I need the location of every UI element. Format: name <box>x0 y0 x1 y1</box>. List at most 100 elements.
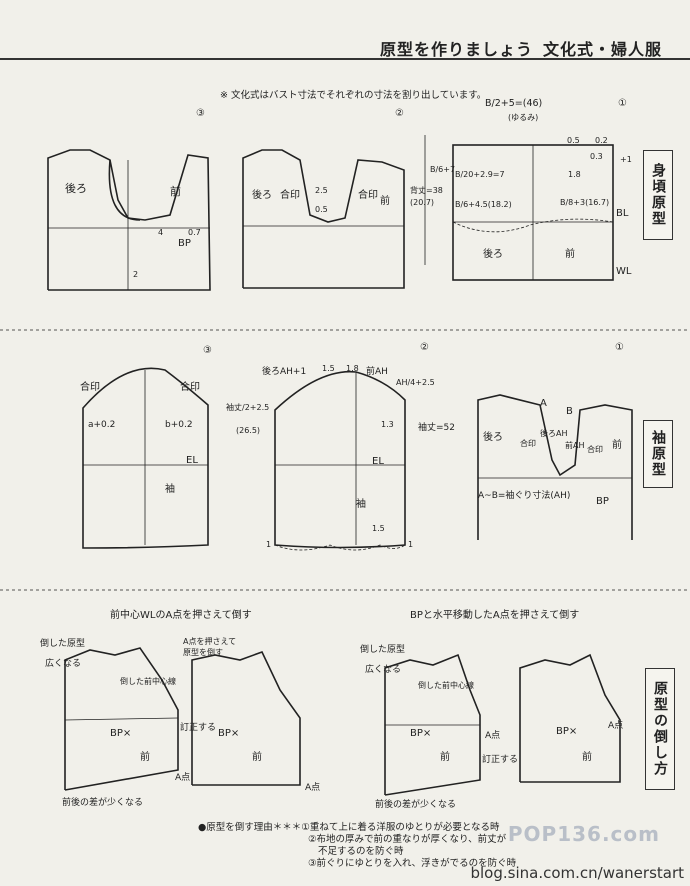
step-1-bodice: ① <box>618 98 627 109</box>
watermark-logo: POP136.com <box>507 822 660 846</box>
label-18s: 1.8 <box>346 364 359 373</box>
collapse-left-title: 前中心WLのA点を押さえて倒す <box>110 610 252 621</box>
label-front-r: 前 <box>440 752 450 763</box>
label-press-l: A点を押さえて原型を倒す <box>183 637 237 657</box>
label-18: 1.8 <box>568 170 581 179</box>
sleeve-step2 <box>274 370 406 551</box>
label-07: 0.7 <box>188 228 201 237</box>
label-1b: 1 <box>408 540 414 549</box>
label-b02: b+0.2 <box>165 420 193 430</box>
label-1a: 1 <box>266 540 272 549</box>
label-front-ah: 前AH <box>366 367 388 377</box>
label-03: 0.3 <box>590 152 603 161</box>
sleeve-step1 <box>477 394 633 540</box>
sleeve-step3 <box>82 367 209 549</box>
label-bp-s: BP <box>596 496 609 507</box>
label-a02: a+0.2 <box>88 420 116 430</box>
step-3-sleeve: ③ <box>203 345 212 356</box>
label-f4: B/8+3(16.7) <box>560 198 610 207</box>
label-front-s: 前 <box>612 440 622 451</box>
label-diff-r: 前後の差が少くなる <box>375 800 457 810</box>
label-aiin-s: 合印 <box>80 382 100 393</box>
label-front-3: 前 <box>565 249 575 260</box>
label-bp-r: BP× <box>410 728 432 739</box>
page-header: 原型を作りましょう文化式・婦人服 <box>0 30 690 60</box>
step-2-bodice: ② <box>395 108 404 119</box>
label-back-s: 後ろ <box>483 432 503 443</box>
label-cf-l: 倒した前中心線 <box>120 677 176 686</box>
step-2-sleeve: ② <box>420 342 429 353</box>
label-correct-l: 訂正する <box>180 723 217 733</box>
step-3-bodice: ③ <box>196 108 205 119</box>
label-front-ah-short: 前AH <box>565 441 585 450</box>
label-2: 2 <box>133 270 139 279</box>
label-el: EL <box>186 455 198 466</box>
label-sleeve: 袖 <box>165 484 175 495</box>
label-apoint-r2: A点 <box>608 721 624 731</box>
label-ab: A~B=袖ぐり寸法(AH) <box>478 491 571 501</box>
section-label-sleeve: 袖原型 <box>643 420 673 488</box>
label-back-len2: (20.7) <box>410 198 435 207</box>
label-el-2: EL <box>372 456 384 467</box>
page-title: 原型を作りましょう文化式・婦人服 <box>370 36 662 60</box>
label-correct-r: 訂正する <box>482 755 519 765</box>
label-back-2: 後ろ <box>252 190 272 201</box>
footer-note: ●原型を倒す理由＊＊＊①重ねて上に着る洋服のゆとりが必要となる時 ②布地の厚みで… <box>198 822 517 869</box>
label-front-l: 前 <box>140 752 150 763</box>
label-diff-l: 前後の差が少くなる <box>62 798 144 808</box>
label-sleeve-len: 袖丈=52 <box>418 423 455 433</box>
bodice-step3 <box>47 149 211 291</box>
watermark-site: blog.sina.com.cn/wanerstart <box>470 864 684 882</box>
section-label-bodice: 身頃原型 <box>643 150 673 240</box>
title-sub: 文化式・婦人服 <box>542 40 662 59</box>
label-back: 後ろ <box>65 182 87 195</box>
label-plus1: +1 <box>620 155 632 164</box>
label-apoint-r: A点 <box>485 731 501 741</box>
label-dropped-r: 倒した原型 <box>360 645 406 655</box>
label-s1: 袖丈/2+2.5 <box>226 403 270 412</box>
bodice-step1 <box>424 135 614 281</box>
label-s2: (26.5) <box>236 426 261 435</box>
label-front-l2: 前 <box>252 752 262 763</box>
intro-note: ※ 文化式はバスト寸法でそれぞれの寸法を割り出しています。 <box>220 90 487 101</box>
label-apoint-l2: A点 <box>305 783 321 793</box>
label-cf-r: 倒した前中心線 <box>418 681 474 690</box>
label-aiin-2: 合印 <box>280 190 300 201</box>
label-02: 0.2 <box>595 136 608 145</box>
label-back-ah-short: 後ろAH <box>540 429 568 438</box>
label-f3: B/6+4.5(18.2) <box>455 200 512 209</box>
label-wider-r: 広くなる <box>365 665 402 675</box>
label-bl: BL <box>616 208 629 219</box>
label-front-r2: 前 <box>582 752 592 763</box>
label-4: 4 <box>158 228 164 237</box>
label-sleeve-2: 袖 <box>356 499 366 510</box>
label-aiin-s2: 合印 <box>180 382 200 393</box>
label-dropped-l: 倒した原型 <box>40 639 86 649</box>
label-25: 2.5 <box>315 186 328 195</box>
label-aiin-s3: 合印 <box>520 439 536 448</box>
collapse-left <box>64 647 301 791</box>
collapse-right <box>384 653 621 796</box>
label-wider-l: 広くなる <box>45 659 82 669</box>
label-aiin-s4: 合印 <box>587 445 603 454</box>
label-apoint-l: A点 <box>175 773 191 783</box>
label-wl: WL <box>616 266 632 277</box>
label-a: A <box>540 398 547 409</box>
step-1-sleeve: ① <box>615 342 624 353</box>
label-bp-l2: BP× <box>218 728 240 739</box>
title-main: 原型を作りましょう <box>379 40 533 59</box>
label-ah4: AH/4+2.5 <box>396 378 435 387</box>
label-05: 0.5 <box>315 205 328 214</box>
label-back-3: 後ろ <box>483 249 503 260</box>
label-bp: BP <box>178 238 191 249</box>
formula-note: (ゆるみ) <box>508 113 539 122</box>
bodice-step2 <box>242 149 405 289</box>
header-rule <box>0 58 690 60</box>
label-15b: 1.5 <box>372 524 385 533</box>
label-bp-l: BP× <box>110 728 132 739</box>
label-aiin-3: 合印 <box>358 190 378 201</box>
label-13: 1.3 <box>381 420 394 429</box>
label-front: 前 <box>170 185 181 198</box>
collapse-right-title: BPと水平移動したA点を押さえて倒す <box>410 610 580 621</box>
